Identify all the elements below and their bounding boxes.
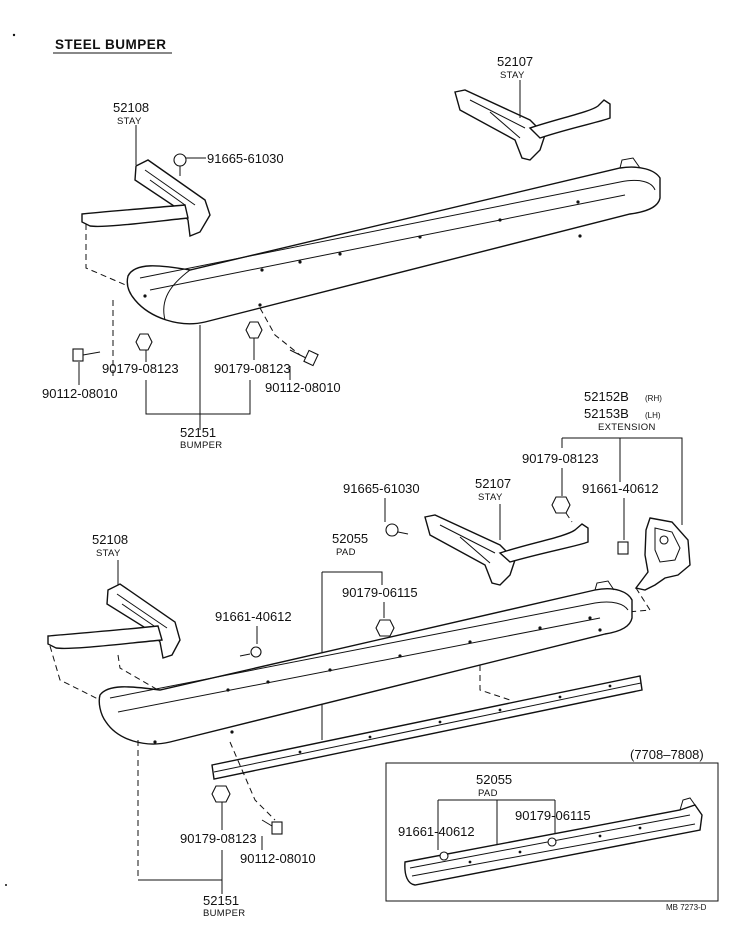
label-upper-left-bolt: 90112-08010 [42, 386, 118, 401]
lower-bumper [98, 580, 633, 745]
speck-2 [5, 884, 7, 886]
label-ext-name: EXTENSION [598, 422, 656, 433]
lower-pad [211, 675, 643, 780]
inset-pad-name: PAD [478, 788, 498, 799]
label-upper-right-stay-name: STAY [500, 70, 525, 81]
label-upper-left-nut: 90179-08123 [102, 361, 179, 376]
speck [12, 33, 16, 37]
upper-left-bolt [72, 348, 101, 362]
dash-pad-nut [479, 665, 511, 701]
extension-part [634, 517, 691, 591]
catalog-ref: MB 7273-D [666, 903, 707, 912]
label-upper-right-nut: 90179-08123 [214, 361, 291, 376]
label-upper-screw: 91665-61030 [207, 151, 284, 166]
label-ext-lh-side: (LH) [645, 411, 661, 420]
label-ext-lh-pn: 52153B [584, 406, 629, 421]
inset-range: (7708–7808) [630, 747, 704, 762]
inset-bracket [437, 799, 556, 860]
label-upper-left-stay-name: STAY [117, 116, 142, 127]
dash-lower-stay-2 [117, 654, 159, 691]
label-pad-nut: 90179-06115 [342, 585, 418, 600]
label-pad-name: PAD [336, 547, 356, 558]
label-lower-left-stay-pn: 52108 [92, 532, 128, 547]
upper-left-stay [81, 159, 211, 237]
dash-lower-bolt [229, 741, 276, 821]
bracket-lower-bumper [138, 850, 223, 881]
lower-left-stay [47, 583, 181, 659]
label-lower-right-stay-pn: 52107 [475, 476, 511, 491]
inset-pad [404, 797, 703, 886]
upper-right-bolt [289, 349, 319, 367]
label-ext-rh-side: (RH) [645, 394, 662, 403]
label-upper-right-bolt: 90112-08010 [265, 380, 341, 395]
label-lower-nut: 90179-08123 [180, 831, 257, 846]
pad-nut [375, 619, 395, 637]
upper-bumper [126, 157, 661, 325]
label-pad-pn: 52055 [332, 531, 368, 546]
lower-nut [211, 785, 231, 803]
label-lower-left-screw: 91661-40612 [215, 609, 292, 624]
ext-nut [551, 496, 571, 514]
inset-pad-pn: 52055 [476, 772, 512, 787]
ext-screw [617, 541, 629, 555]
dash-lower-stay [49, 645, 101, 701]
dash-upper-stay [85, 224, 129, 287]
dash-upper-bolt-right [259, 307, 301, 356]
inset-screw: 91661-40612 [398, 824, 475, 839]
label-lower-bumper-pn: 52151 [203, 893, 239, 908]
label-lower-left-stay-name: STAY [96, 548, 121, 559]
lower-left-screw [239, 646, 262, 658]
label-ext-screw: 91661-40612 [582, 481, 659, 496]
upper-right-stay [454, 89, 611, 161]
label-upper-right-stay-pn: 52107 [497, 54, 533, 69]
upper-right-nut [245, 321, 263, 339]
dash-ext-nut [565, 512, 573, 523]
diagram-title: STEEL BUMPER [55, 37, 167, 52]
label-upper-bumper-pn: 52151 [180, 425, 216, 440]
bracket-upper-bumper [145, 380, 251, 415]
inset-frame [385, 762, 719, 902]
label-ext-rh-pn: 52152B [584, 389, 629, 404]
upper-left-nut [135, 333, 153, 351]
lower-screw [385, 523, 409, 537]
dash-extension [627, 587, 651, 613]
bracket-extension [562, 437, 683, 525]
label-ext-nut: 90179-08123 [522, 451, 599, 466]
upper-screw [173, 153, 187, 176]
label-upper-left-stay-pn: 52108 [113, 100, 149, 115]
label-lower-bumper-name: BUMPER [203, 908, 245, 919]
label-upper-bumper-name: BUMPER [180, 440, 222, 451]
lower-right-stay [424, 514, 589, 586]
label-lower-screw: 91665-61030 [343, 481, 420, 496]
label-lower-bolt: 90112-08010 [240, 851, 316, 866]
inset-nut: 90179-06115 [515, 808, 591, 823]
lower-bolt [261, 819, 283, 835]
label-lower-right-stay-name: STAY [478, 492, 503, 503]
